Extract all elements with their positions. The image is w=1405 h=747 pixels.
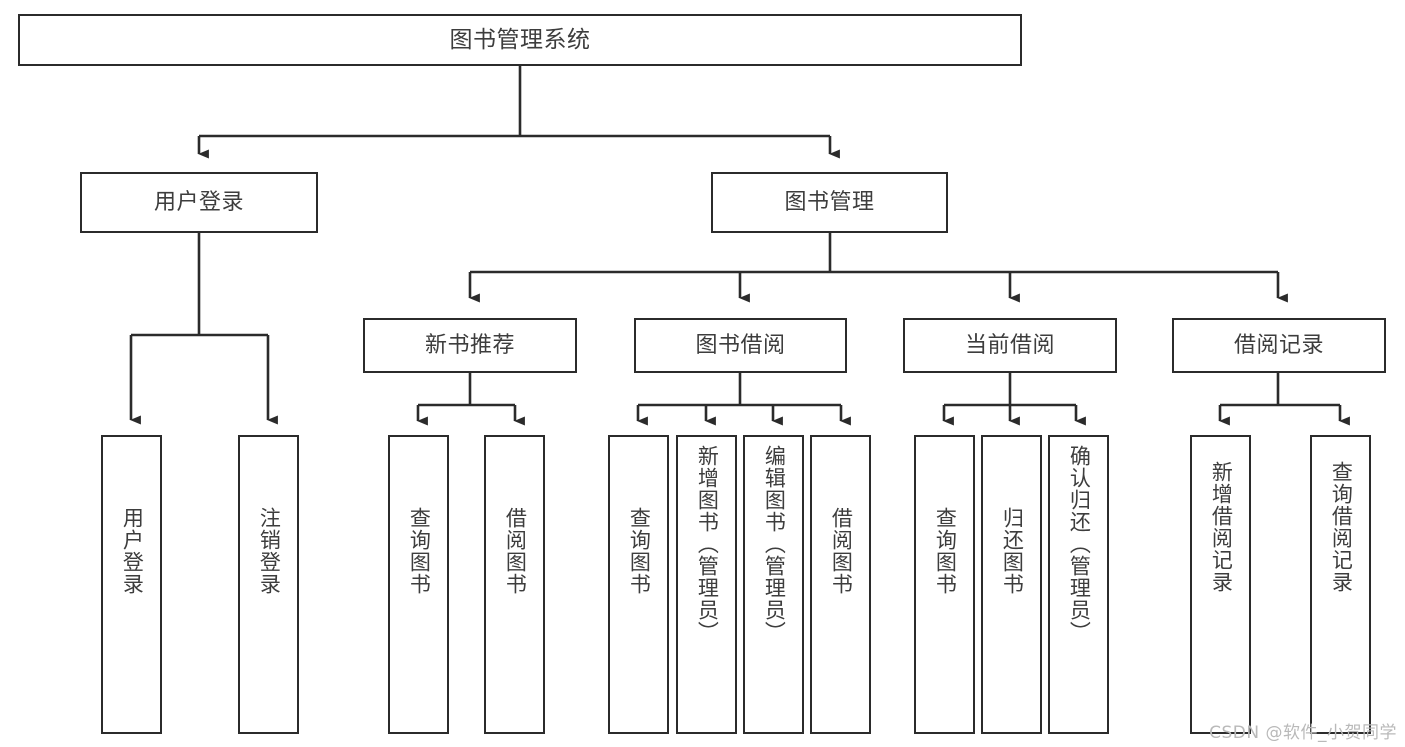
node-leaf-logout[interactable]: 注销登录 bbox=[238, 435, 299, 734]
node-leaf-query-book-2-label: 查询图书 bbox=[627, 507, 652, 595]
node-leaf-borrow-book-1-label: 借阅图书 bbox=[503, 507, 528, 595]
node-book-borrow[interactable]: 图书借阅 bbox=[634, 318, 847, 373]
node-leaf-confirm-return[interactable]: 确认归还（管理员） bbox=[1048, 435, 1109, 734]
node-leaf-return-book-label: 归还图书 bbox=[1000, 507, 1025, 595]
node-leaf-query-book-3[interactable]: 查询图书 bbox=[914, 435, 975, 734]
node-book-manage[interactable]: 图书管理 bbox=[711, 172, 948, 233]
node-leaf-borrow-book-2-label: 借阅图书 bbox=[829, 507, 854, 595]
node-leaf-add-book[interactable]: 新增图书（管理员） bbox=[676, 435, 737, 734]
node-book-borrow-label: 图书借阅 bbox=[695, 332, 786, 358]
node-borrow-record-label: 借阅记录 bbox=[1233, 332, 1324, 358]
node-current-borrow[interactable]: 当前借阅 bbox=[903, 318, 1117, 373]
node-leaf-add-record-label: 新增借阅记录 bbox=[1209, 461, 1234, 593]
node-book-manage-label: 图书管理 bbox=[784, 189, 875, 215]
node-leaf-query-book-2[interactable]: 查询图书 bbox=[608, 435, 669, 734]
node-leaf-logout-label: 注销登录 bbox=[257, 507, 282, 595]
node-user-login-label: 用户登录 bbox=[153, 189, 244, 215]
node-leaf-query-book-1-label: 查询图书 bbox=[407, 507, 432, 595]
node-leaf-edit-book-label: 编辑图书（管理员） bbox=[762, 445, 787, 643]
node-current-borrow-label: 当前借阅 bbox=[964, 332, 1055, 358]
node-leaf-add-book-label: 新增图书（管理员） bbox=[695, 445, 720, 643]
node-new-book-rec-label: 新书推荐 bbox=[424, 332, 515, 358]
node-leaf-borrow-book-1[interactable]: 借阅图书 bbox=[484, 435, 545, 734]
node-user-login[interactable]: 用户登录 bbox=[80, 172, 318, 233]
node-new-book-rec[interactable]: 新书推荐 bbox=[363, 318, 577, 373]
node-leaf-add-record[interactable]: 新增借阅记录 bbox=[1190, 435, 1251, 734]
node-leaf-query-record[interactable]: 查询借阅记录 bbox=[1310, 435, 1371, 734]
node-borrow-record[interactable]: 借阅记录 bbox=[1172, 318, 1386, 373]
node-leaf-confirm-return-label: 确认归还（管理员） bbox=[1067, 445, 1092, 643]
node-leaf-query-book-1[interactable]: 查询图书 bbox=[388, 435, 449, 734]
node-leaf-query-record-label: 查询借阅记录 bbox=[1329, 461, 1354, 593]
node-leaf-user-login[interactable]: 用户登录 bbox=[101, 435, 162, 734]
node-leaf-query-book-3-label: 查询图书 bbox=[933, 507, 958, 595]
node-root[interactable]: 图书管理系统 bbox=[18, 14, 1022, 66]
node-leaf-return-book[interactable]: 归还图书 bbox=[981, 435, 1042, 734]
node-leaf-borrow-book-2[interactable]: 借阅图书 bbox=[810, 435, 871, 734]
node-leaf-user-login-label: 用户登录 bbox=[120, 507, 145, 595]
node-leaf-edit-book[interactable]: 编辑图书（管理员） bbox=[743, 435, 804, 734]
node-root-label: 图书管理系统 bbox=[449, 26, 591, 53]
csdn-watermark: CSDN @软件_小贺同学 bbox=[1209, 723, 1397, 743]
